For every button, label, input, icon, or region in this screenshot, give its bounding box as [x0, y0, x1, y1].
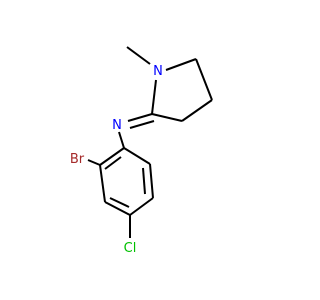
bond-n-c5: [165, 58, 197, 71]
bond-ar-1-inner: [104, 156, 122, 170]
atom-n-ring: N: [153, 64, 163, 79]
bond-methyl: [126, 46, 151, 65]
atom-cl: Cl: [124, 241, 137, 256]
bond-ar-1: [99, 147, 125, 166]
bond-ar-3: [104, 201, 131, 216]
background: [0, 0, 300, 300]
bond-ar-3-inner: [109, 197, 130, 208]
bonds: [87, 46, 213, 238]
bond-c4-c3: [181, 99, 213, 122]
bond-c2-n: [151, 79, 157, 115]
bond-imine-double-a: [127, 113, 153, 122]
bond-c5-c4: [195, 58, 213, 101]
atom-n-imine: N: [112, 118, 122, 133]
bond-ar-5: [149, 163, 154, 199]
bond-ar-6: [123, 147, 151, 165]
bond-ar-2: [99, 164, 106, 203]
bond-ar-5-inner: [142, 167, 146, 195]
bond-br: [87, 159, 101, 166]
bond-n-aryl: [118, 131, 125, 149]
molecule-structure: N N Br Cl: [0, 0, 300, 300]
bond-imine-double-b: [129, 120, 155, 129]
atom-br: Br: [70, 152, 85, 167]
bond-ar-4: [129, 197, 154, 216]
bond-c3-c2: [151, 113, 183, 122]
atom-labels: N N Br Cl: [70, 64, 163, 256]
